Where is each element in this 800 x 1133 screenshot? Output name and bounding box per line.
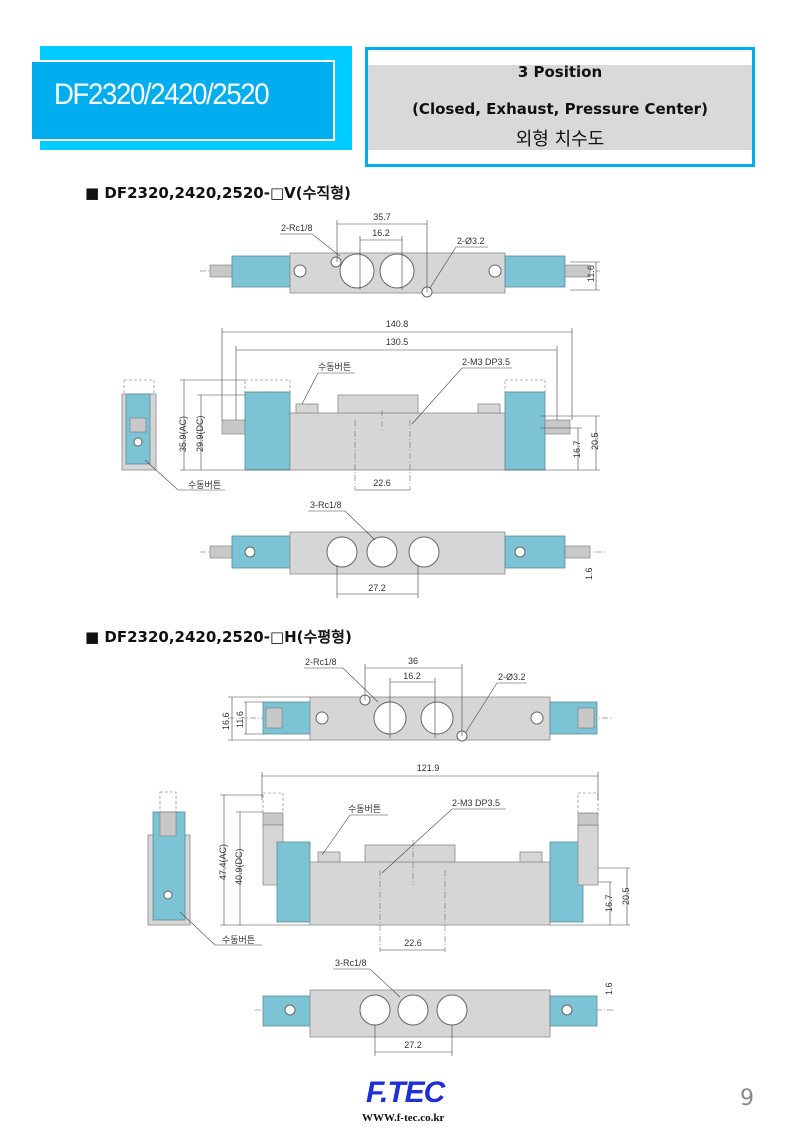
- section-heading-vertical: ■ DF2320,2420,2520-□V(수직형): [85, 184, 351, 202]
- section-heading-horizontal: ■ DF2320,2420,2520-□H(수평형): [85, 628, 352, 646]
- dim-27-2: 27.2: [404, 1040, 422, 1050]
- manual-button-label: 수동버튼: [318, 362, 351, 372]
- dim-16-6: 16.6: [221, 712, 231, 730]
- dim-22-6: 22.6: [373, 478, 391, 488]
- thread-label: 2-M3 DP3.5: [462, 357, 510, 367]
- dim-121-9: 121.9: [417, 763, 440, 773]
- spec-center-type: (Closed, Exhaust, Pressure Center): [412, 100, 708, 118]
- dim-29-9-dc: 29.9(DC): [195, 415, 205, 452]
- v-top-view: 35.7 16.2 2-Rc1/8 2-Ø3.2 11.6: [200, 212, 600, 298]
- spec-position: 3 Position: [517, 63, 603, 81]
- side-manual-button-label: 수동버튼: [188, 480, 221, 490]
- ftec-logo: F.TEC: [366, 1076, 445, 1109]
- dim-36: 36: [408, 656, 418, 666]
- dim-27-2: 27.2: [368, 583, 386, 593]
- bottom-port-label: 3-Rc1/8: [310, 500, 342, 510]
- dim-35-7: 35.7: [373, 212, 391, 222]
- dim-20-5: 20.5: [621, 887, 631, 905]
- dim-130-5: 130.5: [386, 337, 409, 347]
- website-url: WWW.f-tec.co.kr: [362, 1112, 445, 1124]
- dim-22-6: 22.6: [404, 938, 422, 948]
- dim-140-8: 140.8: [386, 319, 409, 329]
- h-top-view: 36 16.2 2-Rc1/8 2-Ø3.2 16.6 11.6: [221, 656, 612, 742]
- thread-label: 2-M3 DP3.5: [452, 798, 500, 808]
- spec-drawing-title: 외형 치수도: [515, 129, 605, 150]
- model-title: DF2320/2420/2520: [54, 78, 270, 111]
- page-number: 9: [740, 1086, 754, 1111]
- dim-1-6: 1.6: [604, 982, 614, 995]
- dim-11-6: 11.6: [235, 711, 245, 728]
- spec-band: [368, 65, 752, 150]
- dim-16-2: 16.2: [403, 671, 421, 681]
- dim-16-7: 16.7: [604, 894, 614, 912]
- dim-47-4-ac: 47.4(AC): [218, 844, 228, 880]
- dim-20-5: 20.5: [590, 432, 600, 450]
- hole-label: 2-Ø3.2: [498, 672, 526, 682]
- dim-11-6: 11.6: [586, 265, 596, 282]
- port-label: 2-Rc1/8: [281, 223, 313, 233]
- dim-40-9-dc: 40.9(DC): [234, 848, 244, 885]
- h-side-view: 수동버튼: [147, 791, 262, 946]
- h-bottom-view: 3-Rc1/8 27.2 1.6: [255, 958, 615, 1056]
- bottom-port-label: 3-Rc1/8: [335, 958, 367, 968]
- dim-16-7: 16.7: [572, 440, 582, 458]
- v-side-view: 수동버튼: [121, 379, 225, 491]
- hole-label: 2-Ø3.2: [457, 236, 485, 246]
- v-bottom-view: 3-Rc1/8 27.2 1.6: [200, 500, 605, 598]
- h-front-view: 121.9 47.4(AC) 40.9(DC) 16.7 20.5 22.6 수…: [218, 763, 631, 952]
- header-title-block: [30, 60, 335, 141]
- manual-button-label: 수동버튼: [348, 804, 381, 814]
- dim-1-6: 1.6: [584, 567, 594, 580]
- port-label: 2-Rc1/8: [305, 657, 337, 667]
- side-manual-button-label: 수동버튼: [222, 935, 255, 945]
- dim-16-2: 16.2: [372, 228, 390, 238]
- v-front-view: 140.8 130.5 35.9(AC) 29.9(DC) 16.7 20.5 …: [178, 319, 600, 491]
- dim-35-9-ac: 35.9(AC): [178, 416, 188, 452]
